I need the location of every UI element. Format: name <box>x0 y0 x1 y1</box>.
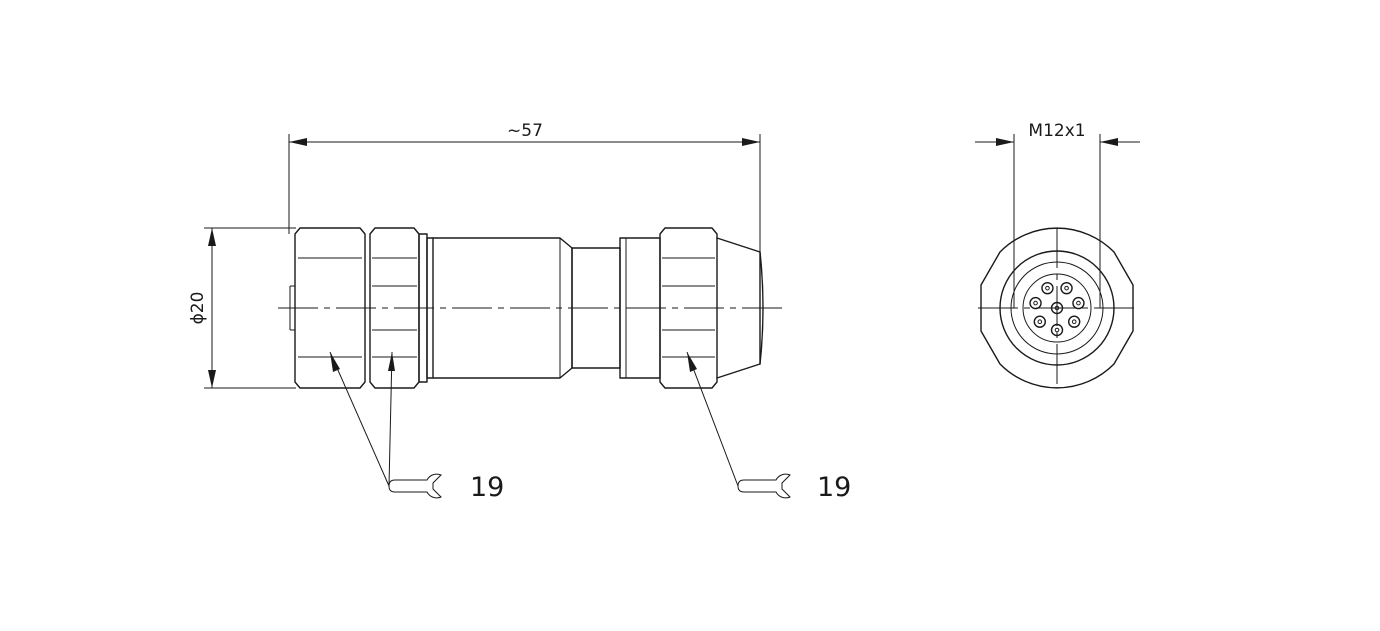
contact-pin <box>1033 315 1046 328</box>
diameter-label: ϕ20 <box>188 292 208 325</box>
wrench-icon <box>737 473 791 499</box>
length-dimension <box>288 134 761 252</box>
cable-end-taper <box>716 237 764 379</box>
contact-pin-core <box>1054 327 1060 333</box>
wrench-icon <box>388 473 442 499</box>
contact-pin-core <box>1045 285 1050 291</box>
contact-pin <box>1072 296 1085 310</box>
contact-pin-core <box>1054 305 1060 311</box>
contact-pin-core <box>1064 285 1069 291</box>
contact-pin-core <box>1037 319 1043 325</box>
wrench-size-label: 19 <box>470 472 504 503</box>
contact-pin <box>1029 296 1042 310</box>
contact-pin <box>1060 281 1073 295</box>
coupling-nut-hex <box>289 227 366 389</box>
wrench-leader-right <box>686 351 739 487</box>
wrench-size-label: 19 <box>817 472 851 503</box>
side-view: ~57 ϕ20 19 19 <box>188 121 851 503</box>
contact-pin <box>1050 301 1064 315</box>
front-outer-body <box>980 227 1134 389</box>
contact-pin-core <box>1076 300 1081 306</box>
thread-label: M12x1 <box>1028 121 1085 141</box>
front-view: M12x1 <box>975 121 1140 389</box>
collar-rings <box>418 233 434 383</box>
length-label: ~57 <box>507 121 543 141</box>
contact-pin <box>1050 323 1064 337</box>
thread-dimension <box>975 134 1140 308</box>
diameter-dimension <box>204 227 296 389</box>
contact-pin <box>1068 315 1081 328</box>
contact-pin <box>1041 281 1054 295</box>
wrench-leader-left <box>329 351 395 487</box>
contact-pin-core <box>1033 300 1038 306</box>
contact-pin-core <box>1071 319 1077 325</box>
contact-pins <box>1029 281 1085 337</box>
